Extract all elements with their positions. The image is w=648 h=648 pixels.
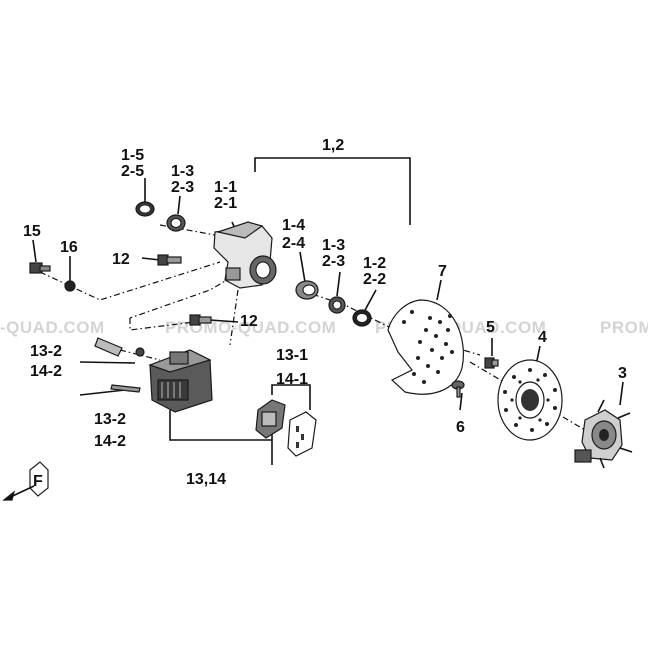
label-2-2: 2-2 — [363, 271, 386, 288]
label-1-2-seal: 1-2 — [363, 255, 386, 272]
spacer-1-4 — [295, 280, 319, 300]
wheel-hub-3 — [574, 399, 633, 469]
label-14-1: 14-1 — [276, 371, 308, 388]
label-6: 6 — [456, 419, 465, 436]
label-1-3-upper: 1-3 — [171, 163, 194, 180]
bracket-13-1 — [271, 384, 311, 410]
label-2-5: 2-5 — [121, 163, 144, 180]
oil-seal-1-5 — [135, 201, 155, 217]
watermark-right: PROMO — [600, 318, 648, 337]
label-13-2-lower: 13-2 — [94, 411, 126, 428]
oil-seal-1-2 — [352, 309, 372, 327]
washer-16 — [64, 280, 76, 292]
label-5: 5 — [486, 319, 495, 336]
label-12-upper: 12 — [112, 251, 130, 268]
screw-6 — [451, 380, 465, 398]
bleeder-13-2-upper — [94, 337, 145, 357]
label-1-4: 1-4 — [282, 217, 305, 234]
label-2-4: 2-4 — [282, 235, 305, 252]
label-15: 15 — [23, 223, 41, 240]
label-1-3-lower: 1-3 — [322, 237, 345, 254]
label-3: 3 — [618, 365, 627, 382]
label-2-1: 2-1 — [214, 195, 237, 212]
label-4: 4 — [538, 329, 547, 346]
bracket-13-14 — [169, 410, 273, 465]
front-label: F — [33, 473, 43, 490]
label-1-2: 1,2 — [322, 137, 344, 154]
label-16: 16 — [60, 239, 78, 256]
bearing-1-3-upper — [166, 214, 186, 232]
bracket-1-2 — [254, 157, 411, 225]
label-7: 7 — [438, 263, 447, 280]
pin-13-2-lower — [110, 384, 141, 393]
label-2-3-lower: 2-3 — [322, 253, 345, 270]
callout-labels: 1,2 1-5 2-5 1-3 2-3 1-1 2-1 15 16 12 1-4… — [23, 137, 627, 488]
brake-disc-4 — [497, 359, 563, 441]
label-14-2-upper: 14-2 — [30, 363, 62, 380]
front-direction-arrow: F — [2, 461, 49, 501]
label-1-1: 1-1 — [214, 179, 237, 196]
label-13-1: 13-1 — [276, 347, 308, 364]
label-13-14: 13,14 — [186, 471, 226, 488]
bearing-1-3-lower — [328, 296, 346, 314]
label-12-lower: 12 — [240, 313, 258, 330]
bolt-15 — [29, 262, 51, 274]
watermark-left: -QUAD.COM — [0, 318, 105, 337]
leader-lines — [32, 178, 624, 411]
disc-guard-7 — [387, 299, 464, 395]
brake-caliper-13 — [148, 349, 213, 413]
bolt-5 — [484, 357, 499, 369]
label-14-2-lower: 14-2 — [94, 433, 126, 450]
bolt-12-upper — [157, 254, 182, 266]
label-13-2-upper: 13-2 — [30, 343, 62, 360]
steering-knuckle-1-1 — [213, 221, 277, 289]
brake-pads-13-1 — [255, 399, 317, 457]
label-1-5: 1-5 — [121, 147, 144, 164]
label-2-3-upper: 2-3 — [171, 179, 194, 196]
watermark: -QUAD.COM PROMO-QUAD.COM PROMO-QUAD.COM … — [0, 318, 648, 337]
bolt-12-lower — [189, 314, 212, 326]
